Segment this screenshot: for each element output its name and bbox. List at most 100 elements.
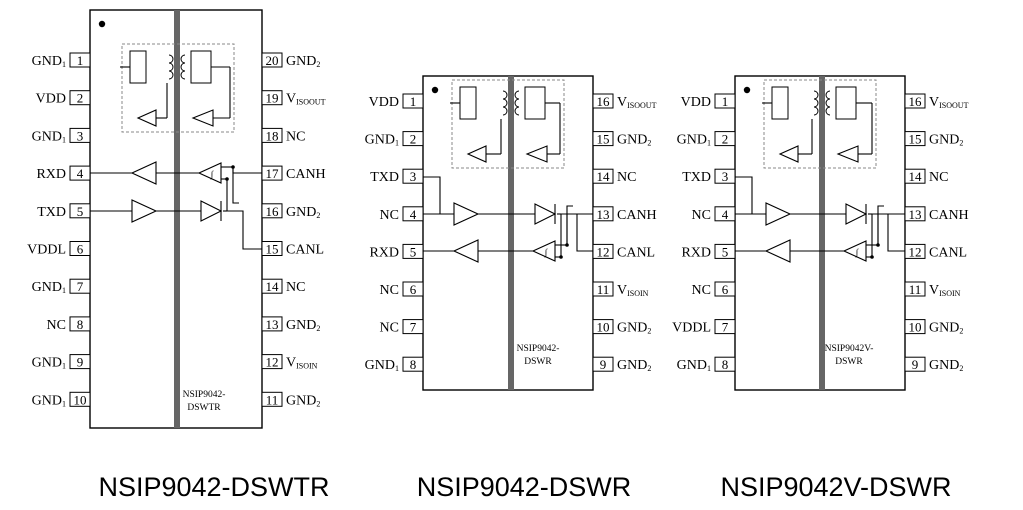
- pin-box-left: [402, 93, 424, 109]
- schmitt-receiver-icon: [842, 240, 867, 262]
- pin-number: 13: [909, 207, 922, 222]
- pin-label: VDDL: [27, 243, 66, 258]
- canl-wire: [227, 210, 262, 250]
- pin-number: 7: [722, 320, 729, 335]
- pin-box-left: [714, 93, 736, 109]
- pin-number: 1: [77, 53, 84, 68]
- pin-number: 14: [597, 169, 611, 184]
- pin-label: NC: [47, 318, 66, 333]
- pin-label: GND1: [32, 54, 66, 69]
- txd-route-wire: [423, 176, 454, 215]
- pin-box-right: [261, 316, 283, 332]
- coil-loop: [180, 70, 186, 80]
- coil-loop: [825, 106, 831, 116]
- pin-number: 8: [77, 317, 84, 332]
- pin-number: 10: [74, 392, 87, 407]
- pin-box-right: [592, 281, 614, 297]
- pin1-marker: [98, 20, 106, 28]
- chip-nsip9042-dswtr: 1GND12VDD3GND14RXD5TXD6VDDL7GND18NC9GND1…: [27, 9, 326, 429]
- pin-label: NC: [380, 208, 399, 223]
- pin-label: VDDL: [672, 321, 711, 336]
- can-driver-icon: [845, 203, 868, 225]
- pin-box-right: [261, 278, 283, 294]
- txd-route-wire: [735, 176, 766, 215]
- pin-number: 17: [266, 166, 280, 181]
- pin-number: 3: [77, 128, 84, 143]
- pin-label: CANH: [929, 208, 969, 223]
- pin-label: VISOIN: [286, 356, 318, 371]
- pin-box-right: [592, 319, 614, 335]
- isolation-barrier: [508, 76, 514, 390]
- pin-number: 1: [410, 94, 417, 109]
- pin-number: 11: [909, 282, 922, 297]
- pin-box-left: [714, 281, 736, 297]
- pin-number: 10: [909, 320, 922, 335]
- pin-label: GND1: [32, 129, 66, 144]
- pin-box-right: [904, 131, 926, 147]
- pin-label: VDD: [36, 92, 66, 107]
- pin-number: 18: [266, 128, 279, 143]
- pin-box-left: [69, 52, 91, 68]
- schmitt-receiver-icon: [197, 162, 222, 184]
- pin-box-left: [69, 278, 91, 294]
- pin-label: TXD: [370, 170, 399, 185]
- canl-wire: [561, 213, 593, 252]
- pin-label: TXD: [37, 205, 66, 220]
- part-label-line1: NSIP9042V-: [825, 344, 874, 354]
- pin-label: TXD: [682, 170, 711, 185]
- pin-label: CANH: [286, 167, 326, 182]
- pin-number: 4: [77, 166, 84, 181]
- pin-label: GND2: [286, 205, 320, 220]
- pin-box-right: [261, 391, 283, 407]
- pin-number: 9: [77, 355, 84, 370]
- pin1-marker: [743, 86, 751, 94]
- pin-label: GND2: [617, 133, 651, 148]
- pin-label: GND1: [32, 280, 66, 295]
- pin-number: 8: [722, 357, 729, 372]
- part-label-line1: NSIP9042-: [183, 390, 226, 400]
- pin-label: VISOOUT: [617, 95, 657, 110]
- schmitt-receiver-icon: [531, 240, 556, 262]
- pin-label: NC: [692, 208, 711, 223]
- txd-buffer-icon: [131, 199, 158, 223]
- pin-number: 15: [266, 242, 279, 257]
- pin-box-left: [402, 319, 424, 335]
- pin-number: 12: [266, 355, 279, 370]
- pin-label: CANL: [929, 245, 967, 260]
- pin-label: GND1: [32, 356, 66, 371]
- schmitt-symbol: ∫: [855, 247, 860, 258]
- pin-box-right: [592, 356, 614, 372]
- canl-wire: [872, 213, 905, 252]
- pin-number: 4: [722, 207, 729, 222]
- pin-number: 2: [722, 132, 729, 147]
- pin-label: CANH: [617, 208, 657, 223]
- pin-label: GND2: [286, 393, 320, 408]
- caption-nsip9042-dswtr: NSIP9042-DSWTR: [98, 472, 330, 502]
- pin-box-right: [592, 93, 614, 109]
- pin-box-left: [69, 354, 91, 370]
- pin-box-right: [904, 168, 926, 184]
- pin-label: NC: [380, 283, 399, 298]
- pin-box-left: [714, 168, 736, 184]
- pin-box-left: [402, 281, 424, 297]
- pin-label: NC: [692, 283, 711, 298]
- pin-box-left: [69, 316, 91, 332]
- coil-loop: [514, 106, 520, 116]
- pin-box-left: [714, 319, 736, 335]
- pin-box-left: [69, 391, 91, 407]
- pin-number: 5: [77, 204, 84, 219]
- canh-feedback-wire: [232, 167, 239, 204]
- pin-number: 12: [909, 244, 922, 259]
- canh-wire: [232, 167, 262, 174]
- pin-label: GND2: [286, 318, 320, 333]
- pin-number: 15: [597, 132, 610, 147]
- pin-label: VISOOUT: [286, 92, 326, 107]
- pin-label: GND2: [286, 54, 320, 69]
- pin-box-left: [402, 168, 424, 184]
- pin-number: 3: [722, 169, 729, 184]
- pin-number: 1: [722, 94, 729, 109]
- pin-number: 16: [909, 94, 923, 109]
- dcdc-dashed-box: [121, 43, 235, 133]
- schmitt-symbol: ∫: [210, 169, 215, 180]
- pin-label: NC: [286, 280, 305, 295]
